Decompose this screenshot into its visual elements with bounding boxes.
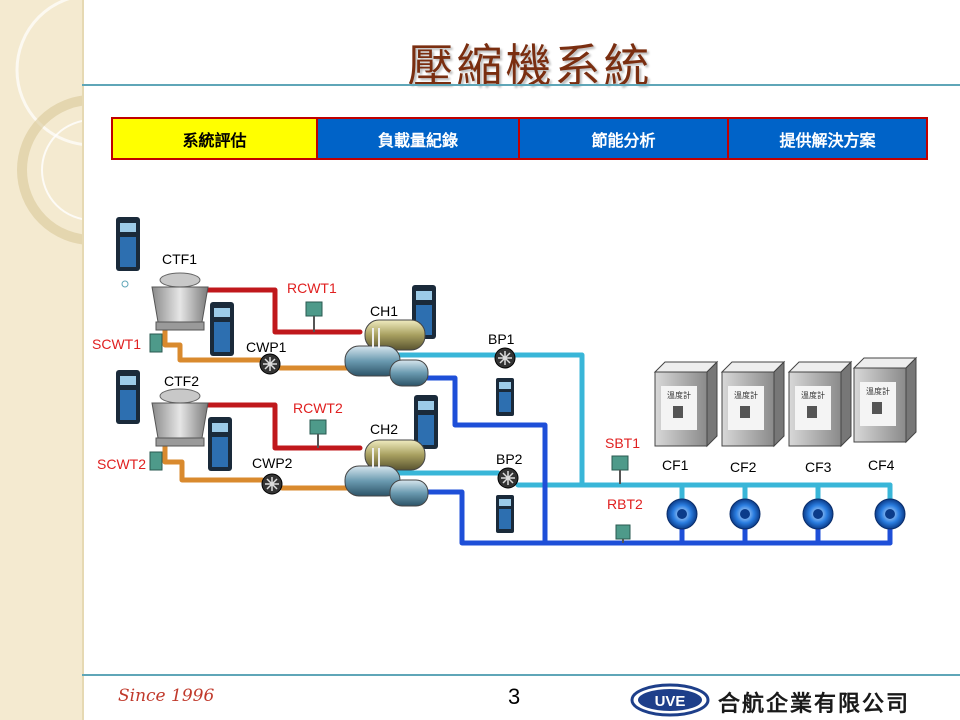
sensor-rcwt1-icon [305,301,323,332]
fan-coil-cf1-icon [666,498,698,530]
fan-coil-cf4-icon [874,498,906,530]
vfd-drives [116,217,514,533]
vfd-ctf2-icon [116,370,140,424]
label-ch2: CH2 [370,421,398,437]
thermostat-cf4-icon: 溫度計 [852,356,918,444]
label-sbt1: SBT1 [605,435,640,451]
pump-bp1-icon [494,347,516,369]
thermostat-label: 溫度計 [866,386,890,396]
sidebar-circles [15,0,82,245]
label-ch1: CH1 [370,303,398,319]
page-number: 3 [508,684,521,709]
chilled-return-pipes [417,375,893,546]
tab-energy-analysis[interactable]: 節能分析 [520,119,729,158]
label-cf2: CF2 [730,459,757,475]
thermostat-cf2-icon: 溫度計 [720,360,786,448]
pump-cwp1-icon [259,353,281,375]
thermostat-label: 溫度計 [734,390,758,400]
label-cf4: CF4 [868,457,895,473]
cooling-tower-ctf2-icon [151,388,209,447]
fan-coil-cf2-icon [729,498,761,530]
vfd-ctf1b-icon [210,302,234,356]
label-cwp2: CWP2 [252,455,293,471]
vfd-bp1-icon [496,378,514,416]
sensor-labels: RCWT1 RCWT2 SCWT1 SCWT2 SBT1 RBT2 [92,280,643,512]
company-logo: UVE [630,683,710,717]
vfd-ctf1-icon [116,217,140,271]
pump-bp2-icon [497,467,519,489]
thermostat-cf3-icon: 溫度計 [787,360,853,448]
chiller-ch2-icon [344,439,429,507]
chiller-ch1-icon [344,319,429,387]
tab-load-record[interactable]: 負載量紀錄 [318,119,520,158]
sensor-sbt1-icon [611,455,629,484]
label-cwp1: CWP1 [246,339,287,355]
label-cf3: CF3 [805,459,832,475]
label-rbt2: RBT2 [607,496,643,512]
sensor-scwt1-icon [149,333,163,353]
label-rcwt1: RCWT1 [287,280,337,296]
thermostat-boxes: 溫度計 溫度計 溫度計 溫度計 [653,356,918,448]
pump-cwp2-icon [261,473,283,495]
vfd-bp2-icon [496,495,514,533]
label-bp2: BP2 [496,451,523,467]
label-ctf1: CTF1 [162,251,197,267]
status-dot [121,280,129,288]
vfd-ctf2b-icon [208,417,232,471]
label-cf1: CF1 [662,457,689,473]
fan-coil-cf3-icon [802,498,834,530]
thermostat-label: 溫度計 [801,390,825,400]
footer-divider [82,674,960,676]
sensor-scwt2-icon [149,451,163,471]
tab-system-evaluation[interactable]: 系統評估 [113,119,318,158]
sensor-rbt2-icon [615,524,631,543]
label-bp1: BP1 [488,331,515,347]
vfd-ch2-icon [414,395,438,449]
company-name: 合航企業有限公司 [718,691,911,716]
logo-text: UVE [655,693,686,710]
tab-solutions[interactable]: 提供解決方案 [729,119,926,158]
thermostat-cf1-icon: 溫度計 [653,360,719,448]
cooling-tower-ctf1-icon [151,272,209,331]
equipment-labels: CTF1 CTF2 CH1 CH2 CWP1 CWP2 BP1 BP2 CF1 … [162,251,895,475]
thermostat-label: 溫度計 [667,390,691,400]
since-text: Since 1996 [118,686,215,706]
label-scwt1: SCWT1 [92,336,141,352]
title-divider [82,84,960,86]
label-scwt2: SCWT2 [97,456,146,472]
sensor-rcwt2-icon [309,419,327,448]
tab-bar: 系統評估 負載量紀錄 節能分析 提供解決方案 [111,117,928,160]
label-rcwt2: RCWT2 [293,400,343,416]
label-ctf2: CTF2 [164,373,199,389]
chilled-supply-pipes [392,352,893,503]
